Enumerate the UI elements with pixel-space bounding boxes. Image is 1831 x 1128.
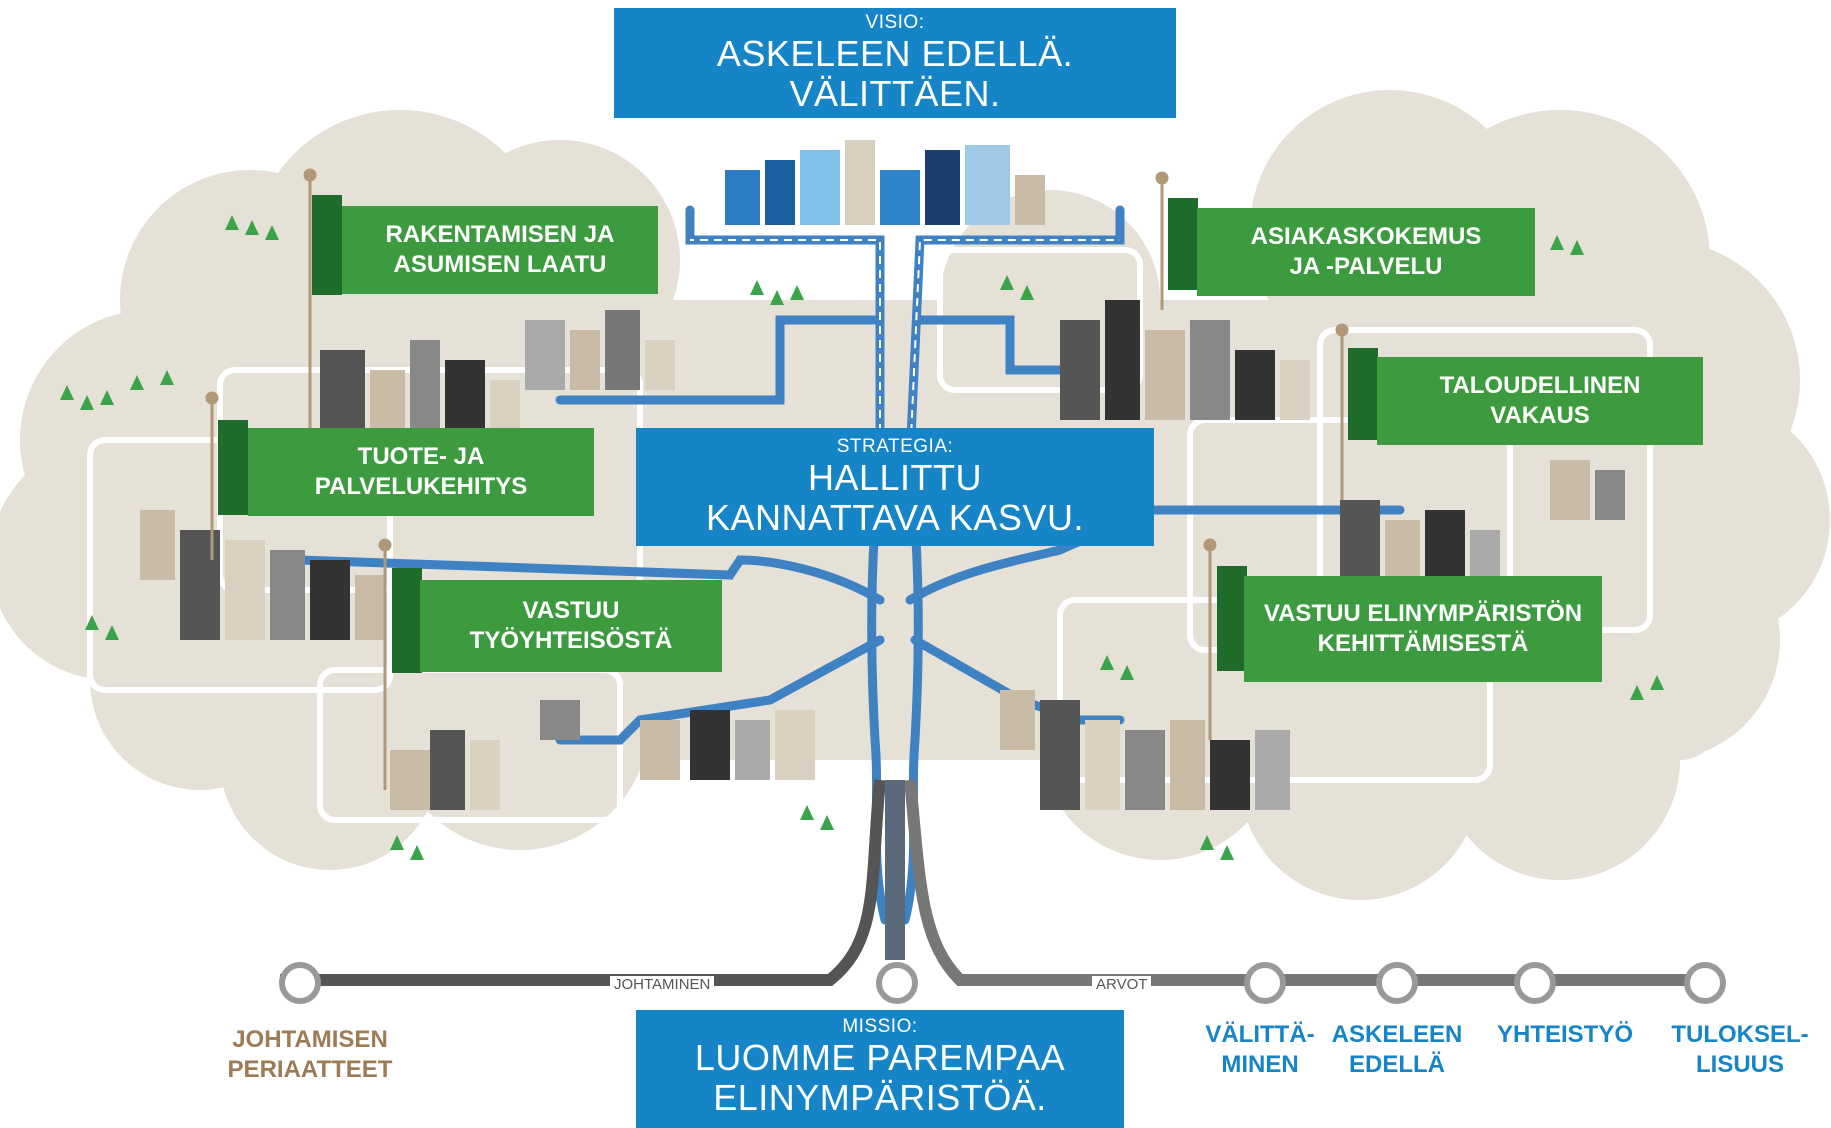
- goal-vastuu-tyo: VASTUU TYÖYHTEISÖSTÄ: [420, 580, 722, 672]
- strategy-line2: KANNATTAVA KASVU.: [706, 497, 1084, 538]
- mission-line2: ELINYMPÄRISTÖÄ.: [713, 1077, 1047, 1118]
- value-valittaminen: VÄLITTÄ- MINEN: [1195, 1020, 1325, 1080]
- goal-talous: TALOUDELLINEN VAKAUS: [1377, 357, 1703, 445]
- house-cluster-right-middle: [1340, 460, 1625, 580]
- house-cluster-left-lower: [390, 700, 815, 810]
- leadership-principles-line2: PERIAATTEET: [227, 1056, 393, 1083]
- value-line1: TULOKSEL-: [1671, 1021, 1809, 1048]
- mission-box: MISSIO: LUOMME PAREMPAA ELINYMPÄRISTÖÄ.: [636, 1010, 1124, 1128]
- goal-rakentaminen: RAKENTAMISEN JA ASUMISEN LAATU: [342, 206, 658, 294]
- goal-flag-talous: [1348, 348, 1378, 440]
- goal-rakentaminen-line2: ASUMISEN LAATU: [393, 251, 607, 278]
- goal-flag-tuote: [218, 420, 248, 515]
- leadership-principles-line1: JOHTAMISEN: [232, 1026, 388, 1053]
- goal-asiakas-line1: ASIAKASKOKEMUS: [1250, 223, 1482, 250]
- road-label-arvot: ARVOT: [1092, 976, 1152, 993]
- strategy-box: STRATEGIA: HALLITTU KANNATTAVA KASVU.: [636, 428, 1154, 546]
- house-cluster-top: [725, 140, 1045, 225]
- tree-trunk-road: [280, 779, 1720, 986]
- value-line2: MINEN: [1221, 1051, 1299, 1078]
- value-line1: VÄLITTÄ-: [1205, 1021, 1315, 1048]
- goal-vastuu-tyo-line2: TYÖYHTEISÖSTÄ: [469, 627, 673, 654]
- strategy-label: STRATEGIA:: [836, 436, 954, 457]
- goal-rakentaminen-line1: RAKENTAMISEN JA: [385, 221, 615, 248]
- goal-talous-line1: TALOUDELLINEN: [1439, 372, 1641, 399]
- value-line1: ASKELEEN: [1331, 1021, 1463, 1048]
- road-label-johtaminen: JOHTAMINEN: [610, 976, 715, 993]
- goal-flag-rakentaminen: [312, 195, 342, 295]
- goal-flag-elinymparisto: [1217, 566, 1247, 671]
- vision-box: VISIO: ASKELEEN EDELLÄ. VÄLITTÄEN.: [614, 8, 1176, 118]
- house-cluster-right-lower: [1000, 690, 1290, 810]
- goal-elinymparisto-line1: VASTUU ELINYMPÄRISTÖN: [1263, 600, 1583, 627]
- value-askeleen-edella: ASKELEEN EDELLÄ: [1327, 1020, 1467, 1080]
- mission-label: MISSIO:: [842, 1016, 918, 1037]
- goal-tuote: TUOTE- JA PALVELUKEHITYS: [248, 428, 594, 516]
- flag-poles: [205, 168, 1349, 790]
- vision-label: VISIO:: [865, 12, 925, 33]
- house-cluster-right-upper: [1060, 300, 1310, 420]
- value-line2: LISUUS: [1695, 1051, 1784, 1078]
- goal-vastuu-tyo-line1: VASTUU: [522, 597, 620, 624]
- house-cluster-left-upper: [320, 310, 675, 430]
- leadership-principles: JOHTAMISEN PERIAATTEET: [200, 1025, 420, 1085]
- goal-flag-vastuu-tyo: [392, 568, 422, 673]
- goal-talous-line2: VAKAUS: [1490, 402, 1590, 429]
- vision-line1: ASKELEEN EDELLÄ.: [716, 33, 1074, 74]
- goal-elinymparisto-line2: KEHITTÄMISESTÄ: [1317, 630, 1529, 657]
- goal-asiakas-line2: JA -PALVELU: [1289, 253, 1443, 280]
- goal-tuote-line1: TUOTE- JA: [357, 443, 485, 470]
- value-line1: YHTEISTYÖ: [1496, 1021, 1634, 1048]
- goal-flag-asiakas: [1168, 198, 1198, 290]
- value-tuloksellisuus: TULOKSEL- LISUUS: [1660, 1020, 1820, 1080]
- strategy-line1: HALLITTU: [807, 457, 983, 498]
- road-nodes: [279, 962, 1726, 1004]
- value-yhteistyo: YHTEISTYÖ: [1485, 1020, 1645, 1050]
- trees: [60, 215, 1664, 860]
- goal-asiakas: ASIAKASKOKEMUS JA -PALVELU: [1197, 208, 1535, 296]
- goal-elinymparisto: VASTUU ELINYMPÄRISTÖN KEHITTÄMISESTÄ: [1244, 576, 1602, 682]
- value-line2: EDELLÄ: [1349, 1051, 1445, 1078]
- vision-line2: VÄLITTÄEN.: [789, 73, 1001, 114]
- mission-line1: LUOMME PAREMPAA: [694, 1037, 1066, 1078]
- goal-tuote-line2: PALVELUKEHITYS: [314, 473, 528, 500]
